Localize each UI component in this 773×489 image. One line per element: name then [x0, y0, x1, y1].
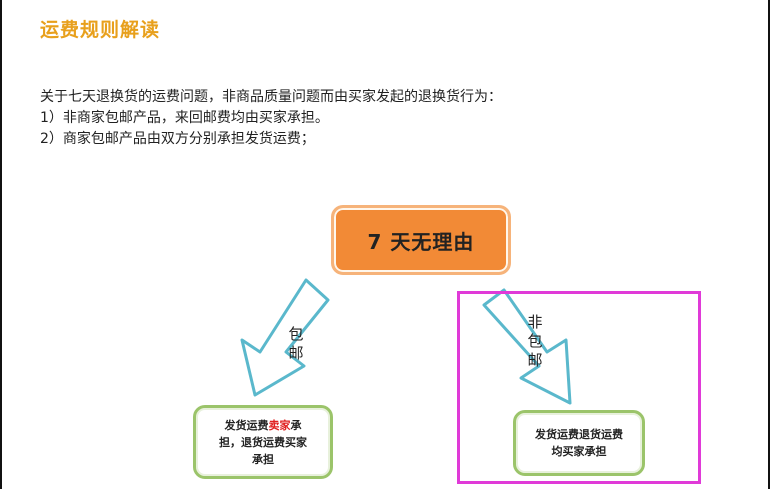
- right-result-line-1: 发货运费退货运费: [535, 428, 623, 441]
- right-label-char-2: 包: [527, 332, 543, 350]
- left-result-box: 发货运费卖家承 担，退货运费买家 承担: [193, 405, 333, 479]
- right-arrow-label: 非 包 邮: [525, 313, 545, 370]
- page-title: 运费规则解读: [40, 19, 161, 41]
- left-arrow-icon: [240, 278, 330, 397]
- right-result-box: 发货运费退货运费 均买家承担: [513, 410, 645, 476]
- right-border-line: [768, 0, 770, 489]
- left-arrow-label: 包 邮: [286, 325, 306, 363]
- right-label-char-3: 邮: [527, 351, 543, 369]
- right-label-char-1: 非: [527, 313, 543, 331]
- left-label-char-1: 包: [288, 325, 304, 343]
- highlight-frame: [457, 291, 701, 484]
- left-border-line: [0, 0, 2, 489]
- left-result-line-1: 发货运费卖家承: [224, 418, 302, 432]
- left-label-char-2: 邮: [288, 344, 304, 362]
- left-result-line-3: 承担: [252, 452, 274, 466]
- intro-line-3: 2）商家包邮产品由双方分别承担发货运费；: [40, 131, 315, 147]
- right-arrow-icon: [482, 288, 572, 405]
- root-node-box: 7 天无理由: [331, 205, 511, 275]
- root-node-label: 7 天无理由: [367, 229, 475, 254]
- left-result-line-2: 担，退货运费买家: [219, 435, 307, 449]
- intro-line-2: 1）非商家包邮产品，来回邮费均由买家承担。: [40, 110, 329, 126]
- intro-line-1: 关于七天退换货的运费问题，非商品质量问题而由买家发起的退换货行为：: [40, 89, 502, 105]
- right-result-line-2: 均买家承担: [551, 445, 607, 458]
- intro-text: 关于七天退换货的运费问题，非商品质量问题而由买家发起的退换货行为： 1）非商家包…: [40, 87, 502, 150]
- seller-highlight-text: 卖家: [268, 418, 291, 432]
